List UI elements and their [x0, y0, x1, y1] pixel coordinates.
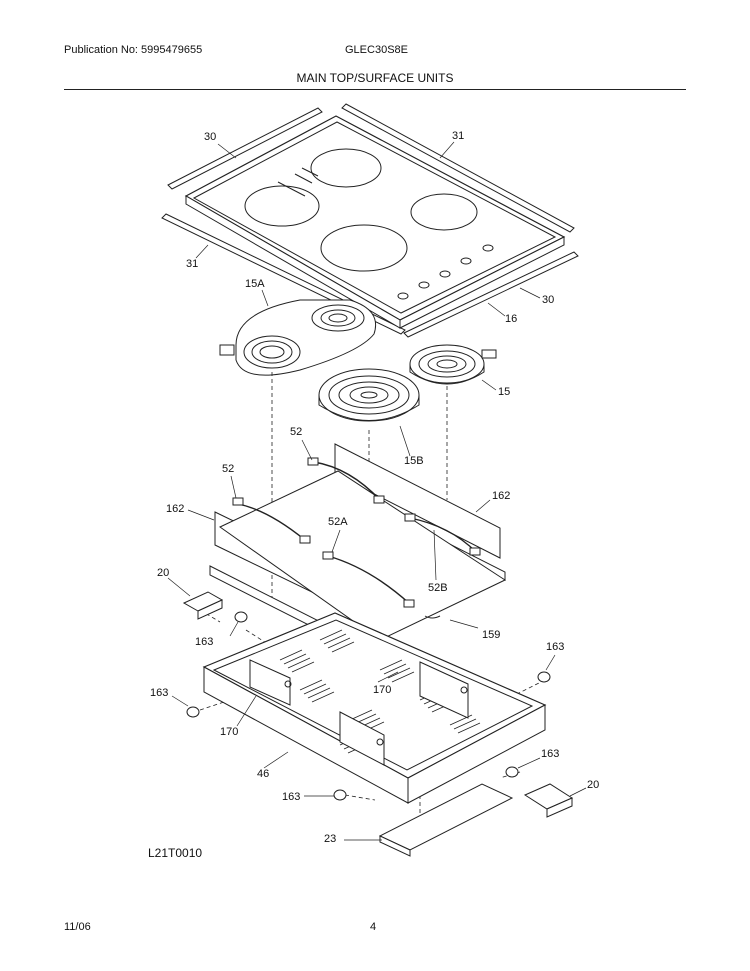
publication-number: Publication No: 5995479655 [64, 44, 203, 56]
drawing-code: L21T0010 [148, 846, 203, 860]
callout-31-top: 31 [452, 130, 465, 142]
glass-cooktop [184, 115, 566, 329]
callout-23: 23 [324, 833, 337, 845]
heat-shield-plate-159 [219, 470, 507, 641]
brackets-170 [249, 659, 469, 766]
callout-170-left: 170 [220, 726, 239, 738]
trim-strip-31-top-right [341, 103, 575, 233]
callout-52-left: 52 [222, 463, 235, 475]
control-knob-marks [397, 244, 494, 300]
hold-down-straps [232, 457, 481, 608]
clip-20-right [523, 783, 574, 818]
callout-159: 159 [482, 629, 501, 641]
header-divider [64, 89, 686, 90]
callout-170-right: 170 [373, 684, 392, 696]
model-number: GLEC30S8E [345, 44, 408, 56]
callout-15A: 15A [245, 278, 265, 290]
footer-date: 11/06 [64, 921, 91, 933]
callout-163-bottom: 163 [282, 791, 301, 803]
surface-element-15B [318, 368, 420, 422]
callout-163-left-upper: 163 [195, 636, 214, 648]
callout-15B: 15B [404, 455, 424, 467]
callout-52-upper: 52 [290, 426, 303, 438]
clip-20-left [182, 591, 224, 620]
callout-20-right: 20 [587, 779, 600, 791]
trim-strip-30-bottom-right [403, 251, 579, 338]
callout-46: 46 [257, 768, 270, 780]
page-number: 4 [370, 921, 377, 933]
callout-15: 15 [498, 386, 511, 398]
burner-box-46 [202, 612, 547, 804]
page-title: MAIN TOP/SURFACE UNITS [296, 71, 454, 85]
cover-plate-23 [378, 783, 514, 857]
callout-52B: 52B [428, 582, 448, 594]
grommets-163 [186, 611, 551, 801]
callout-16: 16 [505, 313, 518, 325]
callout-163-right-upper: 163 [546, 641, 565, 653]
callout-163-right-lower: 163 [541, 748, 560, 760]
callout-leaders [167, 141, 587, 841]
callout-52A: 52A [328, 516, 348, 528]
callout-20-left: 20 [157, 567, 170, 579]
surface-element-15A [219, 299, 376, 376]
callout-162-left: 162 [166, 503, 185, 515]
callout-163-left-lower: 163 [150, 687, 169, 699]
callout-31-bottom: 31 [186, 258, 199, 270]
trim-strip-30-top-left [167, 107, 323, 190]
surface-element-15 [409, 344, 497, 385]
callout-30-top: 30 [204, 131, 217, 143]
callout-30-bottom: 30 [542, 294, 555, 306]
callout-162-right: 162 [492, 490, 511, 502]
